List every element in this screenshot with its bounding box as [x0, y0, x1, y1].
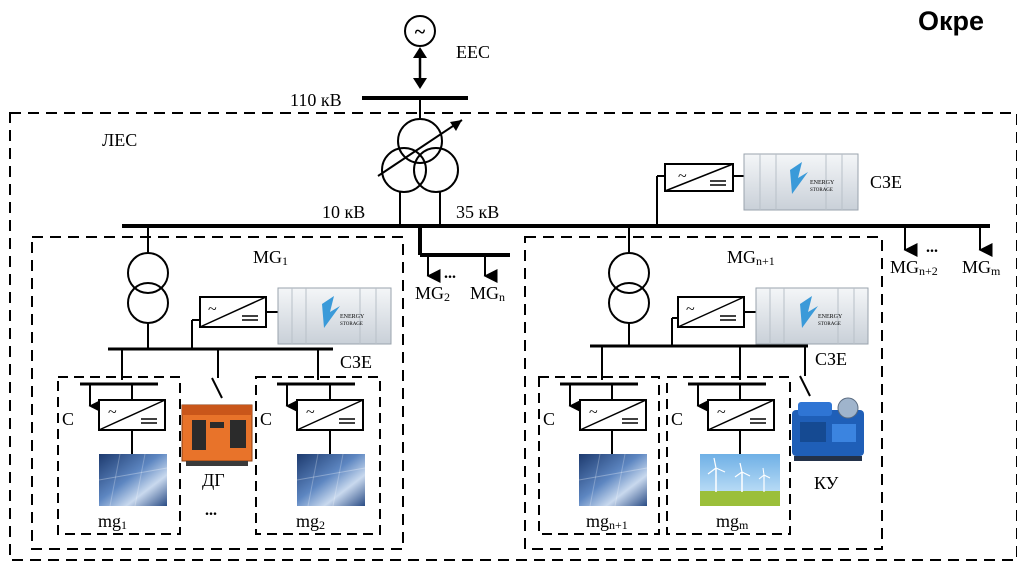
grid-label: ЕЕС — [456, 42, 490, 62]
sub-mg1-boundary — [57, 376, 181, 535]
sub-mgm-boundary — [666, 376, 791, 535]
mgn1-label: MGn+1 — [727, 247, 775, 268]
inverter-icon: ~ — [296, 399, 364, 431]
svg-text:ENERGY: ENERGY — [810, 180, 835, 186]
transformer-icon — [608, 252, 650, 324]
battery-storage-container-icon: ENERGY STORAGE — [743, 153, 859, 211]
arrow-down-icon — [413, 78, 427, 89]
battery-storage-container-icon: ENERGY STORAGE — [277, 287, 392, 345]
mgn2-label: MGn+2 — [890, 257, 938, 278]
transformer-icon — [127, 252, 169, 324]
ellipsis-mgn2-mgm: ... — [926, 239, 938, 256]
inverter-ac-symbol: ~ — [108, 404, 117, 421]
mg1-label: MG1 — [253, 247, 288, 268]
voltage-10-label: 10 кВ — [322, 202, 365, 222]
ac-source-icon — [404, 15, 436, 47]
storage-label-mg1: СЗЕ — [340, 352, 372, 372]
three-winding-transformer-icon — [377, 118, 463, 193]
arrow-up-icon — [413, 47, 427, 58]
inverter-icon: ~ — [677, 296, 745, 328]
mgm-label: MGm — [962, 257, 1001, 278]
sub-mg2-boundary — [255, 376, 381, 535]
load-label: С — [260, 409, 272, 429]
sub-mgn1-label: mgn+1 — [586, 511, 628, 532]
storage-label-mgn1: СЗЕ — [815, 349, 847, 369]
sub-mgn1-boundary — [538, 376, 660, 535]
ellipsis-mg2-mgn: ... — [444, 265, 456, 282]
grid-source: ~ ЕЕС — [404, 15, 490, 89]
svg-text:ENERGY: ENERGY — [818, 314, 843, 320]
switch-icon — [211, 377, 223, 399]
page-title-fragment: Окре — [918, 6, 984, 36]
inverter-ac-symbol: ~ — [208, 301, 217, 318]
svg-text:STORAGE: STORAGE — [818, 322, 841, 327]
battery-storage-container-icon: ENERGY STORAGE — [755, 287, 869, 345]
load-label: С — [543, 409, 555, 429]
voltage-110-label: 110 кВ — [290, 90, 342, 110]
mgn-label: MGn — [470, 283, 505, 304]
mg2-label: MG2 — [415, 283, 450, 304]
diesel-label: ДГ — [202, 470, 225, 490]
inverter-icon: ~ — [707, 399, 775, 431]
inverter-ac-symbol: ~ — [678, 168, 687, 185]
svg-text:STORAGE: STORAGE — [340, 322, 363, 327]
solar-panel-icon — [296, 453, 366, 507]
les-label: ЛЕС — [102, 130, 137, 150]
inverter-ac-symbol: ~ — [686, 301, 695, 318]
sub-mg1-label: mg1 — [98, 511, 127, 532]
load-label: С — [62, 409, 74, 429]
switch-icon — [799, 375, 811, 397]
mgn1-boundary — [524, 236, 883, 550]
solar-panel-icon — [578, 453, 648, 507]
les-boundary — [9, 112, 1017, 561]
sub-mgm-label: mgm — [716, 511, 749, 532]
inverter-ac-symbol: ~ — [589, 404, 598, 421]
inverter-icon: ~ — [98, 399, 166, 431]
solar-panel-icon — [98, 453, 168, 507]
load-label: С — [671, 409, 683, 429]
voltage-35-label: 35 кВ — [456, 202, 499, 222]
ellipsis-mg1-subgrids: ... — [205, 502, 217, 519]
chp-label: КУ — [814, 473, 839, 493]
inverter-icon: ~ — [579, 399, 647, 431]
mg1-boundary — [31, 236, 404, 550]
storage-label-top: СЗЕ — [870, 172, 902, 192]
diesel-generator-icon — [181, 404, 253, 466]
inverter-ac-symbol: ~ — [717, 404, 726, 421]
inverter-icon: ~ — [199, 296, 267, 328]
sub-mg2-label: mg2 — [296, 511, 325, 532]
ac-source-symbol: ~ — [415, 21, 426, 43]
inverter-ac-symbol: ~ — [306, 404, 315, 421]
svg-text:ENERGY: ENERGY — [340, 314, 365, 320]
inverter-icon: ~ — [664, 163, 734, 192]
wind-turbine-icon — [700, 454, 780, 506]
chp-unit-icon — [792, 397, 864, 461]
svg-text:STORAGE: STORAGE — [810, 188, 833, 193]
